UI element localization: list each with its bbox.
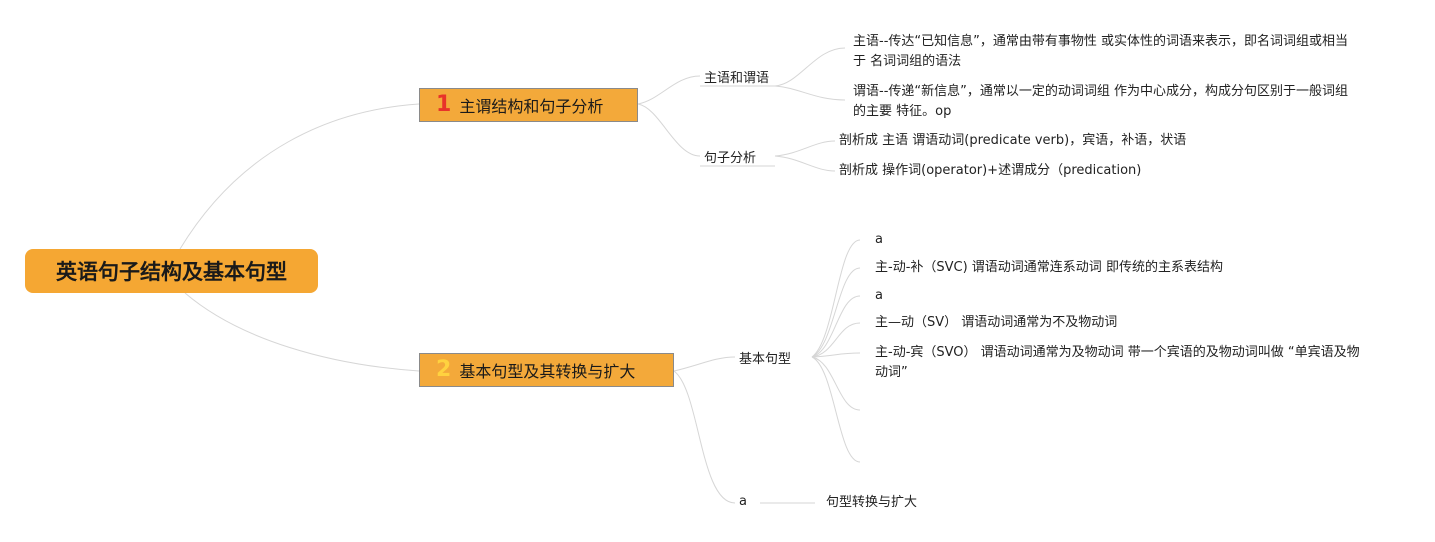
number-badge-1: 1: [436, 92, 452, 117]
subtopic-a[interactable]: a: [739, 494, 747, 509]
link-b1-sub1: [637, 75, 701, 105]
link-sub3-leaf3: [811, 295, 861, 358]
link-sub3-leaf1: [811, 239, 861, 358]
leaf-label: a: [875, 288, 883, 303]
leaf-label: a: [875, 232, 883, 247]
link-sub3-leaf6: [811, 356, 861, 411]
leaf-label: 主-动-宾（SVO） 谓语动词通常为及物动词 带一个宾语的及物动词叫做 “单宾语…: [875, 345, 1360, 380]
branch-topic-2-label: 基本句型及其转换与扩大: [459, 362, 636, 381]
leaf-label: 主语--传达“已知信息”，通常由带有事物性 或实体性的词语来表示，即名词词组或相…: [853, 34, 1348, 69]
subtopic-label: 主语和谓语: [704, 71, 770, 86]
link-sub2-leaf1: [774, 140, 836, 157]
link-sub3-leaf7: [811, 356, 861, 463]
leaf-label: 谓语--传递“新信息”，通常以一定的动词词组 作为中心成分，构成分句区别于一般词…: [853, 84, 1348, 119]
leaf-label: 主-动-补（SVC) 谓语动词通常连系动词 即传统的主系表结构: [875, 260, 1223, 275]
leaf-pattern-empty-1[interactable]: [875, 400, 915, 420]
link-root-b2: [184, 292, 420, 372]
link-b1-sub2: [637, 103, 701, 157]
leaf-pattern-1[interactable]: a: [875, 230, 883, 250]
branch-topic-1[interactable]: 1 主谓结构和句子分析: [419, 88, 638, 122]
link-b2-sub2: [673, 370, 736, 504]
subtopic-label: a: [739, 494, 747, 509]
subtopic-subject-predicate[interactable]: 主语和谓语: [704, 67, 769, 86]
number-badge-2: 2: [436, 357, 452, 382]
leaf-subject[interactable]: 主语--传达“已知信息”，通常由带有事物性 或实体性的词语来表示，即名词词组或相…: [853, 32, 1348, 72]
link-sub3-leaf5: [811, 352, 861, 358]
leaf-analysis-1[interactable]: 剖析成 主语 谓语动词(predicate verb)，宾语，补语，状语: [839, 131, 1186, 151]
link-sub1-leaf2: [774, 85, 846, 101]
subtopic-sentence-analysis[interactable]: 句子分析: [704, 147, 756, 166]
leaf-predicate[interactable]: 谓语--传递“新信息”，通常以一定的动词词组 作为中心成分，构成分句区别于一般词…: [853, 82, 1348, 122]
leaf-analysis-2[interactable]: 剖析成 操作词(operator)+述谓成分（predication): [839, 161, 1141, 181]
leaf-label: 主—动（SV） 谓语动词通常为不及物动词: [875, 315, 1118, 330]
link-sub3-leaf2: [811, 267, 861, 358]
root-topic-label: 英语句子结构及基本句型: [56, 260, 287, 284]
leaf-pattern-sv[interactable]: 主—动（SV） 谓语动词通常为不及物动词: [875, 313, 1117, 333]
link-sub1-leaf1: [774, 47, 846, 87]
link-b2-sub1: [673, 356, 736, 372]
branch-topic-1-label: 主谓结构和句子分析: [459, 97, 604, 116]
branch-topic-2[interactable]: 2 基本句型及其转换与扩大: [419, 353, 674, 387]
subtopic-label: 句子分析: [704, 151, 757, 166]
leaf-pattern-svc[interactable]: 主-动-补（SVC) 谓语动词通常连系动词 即传统的主系表结构: [875, 258, 1223, 278]
leaf-pattern-svo[interactable]: 主-动-宾（SVO） 谓语动词通常为及物动词 带一个宾语的及物动词叫做 “单宾语…: [875, 343, 1370, 383]
leaf-pattern-empty-2[interactable]: [875, 452, 915, 472]
link-root-b1: [179, 103, 420, 250]
leaf-label: 剖析成 操作词(operator)+述谓成分（predication): [839, 163, 1142, 178]
leaf-pattern-3[interactable]: a: [875, 286, 883, 306]
root-topic[interactable]: 英语句子结构及基本句型: [25, 249, 318, 293]
leaf-label: 剖析成 主语 谓语动词(predicate verb)，宾语，补语，状语: [839, 133, 1187, 148]
subtopic-basic-patterns[interactable]: 基本句型: [739, 348, 791, 367]
link-sub3-leaf4: [811, 322, 861, 358]
leaf-transform-expand[interactable]: 句型转换与扩大: [826, 493, 917, 513]
leaf-label: 句型转换与扩大: [826, 495, 918, 510]
link-sub2-leaf2: [774, 155, 836, 172]
subtopic-label: 基本句型: [739, 352, 792, 367]
